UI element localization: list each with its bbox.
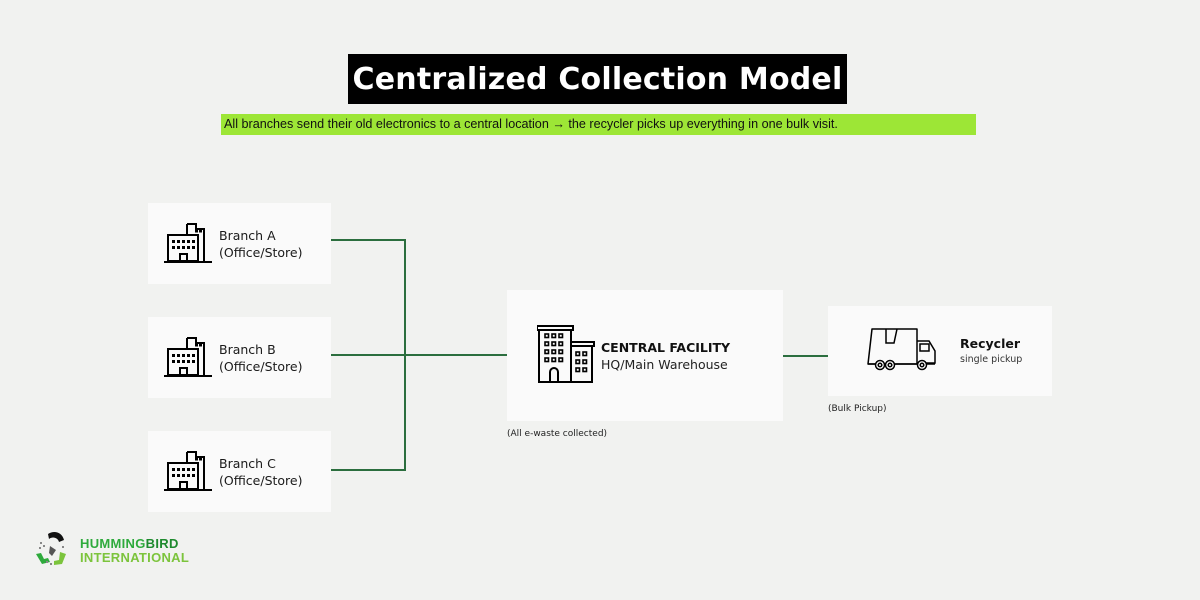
recycler-name: Recycler <box>960 336 1020 351</box>
page-subtitle: All branches send their old electronics … <box>221 114 976 135</box>
logo-text-humming: HUMMING <box>80 536 146 551</box>
central-sub: HQ/Main Warehouse <box>601 356 728 372</box>
branch-type: (Office/Store) <box>219 244 303 260</box>
office-building-icon <box>163 448 213 496</box>
page-title: Centralized Collection Model <box>348 54 847 104</box>
connector-branch-b <box>331 354 507 356</box>
branch-type: (Office/Store) <box>219 472 303 488</box>
office-building-icon <box>163 220 213 268</box>
hummingbird-logo: HUMMINGBIRD INTERNATIONAL <box>32 528 189 574</box>
office-building-icon <box>163 334 213 382</box>
branch-name: Branch A <box>219 227 276 243</box>
logo-text-bird: BIRD <box>145 536 179 551</box>
branch-type: (Office/Store) <box>219 358 303 374</box>
branch-card-c: Branch C (Office/Store) <box>148 431 331 512</box>
central-facility-card: CENTRAL FACILITY HQ/Main Warehouse <box>507 290 783 421</box>
headquarters-building-icon <box>536 324 597 388</box>
delivery-truck-icon <box>866 327 938 375</box>
branch-name: Branch B <box>219 341 276 357</box>
recycler-sub: single pickup <box>960 354 1023 365</box>
branch-name: Branch C <box>219 455 276 471</box>
central-name: CENTRAL FACILITY <box>601 339 731 355</box>
connector-trunk <box>404 239 406 471</box>
central-note: (All e-waste collected) <box>507 429 608 439</box>
recycler-note: (Bulk Pickup) <box>828 404 887 414</box>
connector-central-recycler <box>783 355 828 357</box>
branch-card-b: Branch B (Office/Store) <box>148 317 331 398</box>
branch-card-a: Branch A (Office/Store) <box>148 203 331 284</box>
recycle-hummingbird-icon <box>32 528 74 574</box>
logo-text-international: INTERNATIONAL <box>80 550 190 565</box>
connector-branch-a <box>331 239 406 241</box>
recycler-card: Recycler single pickup <box>828 306 1052 396</box>
connector-branch-c <box>331 469 406 471</box>
